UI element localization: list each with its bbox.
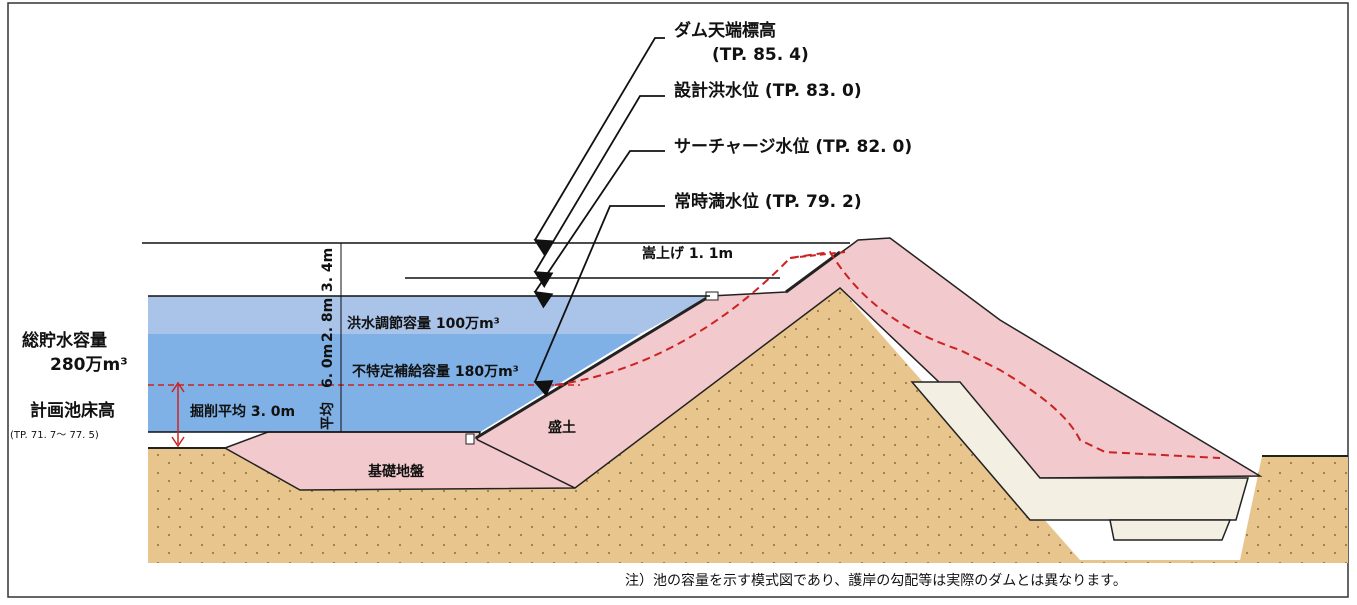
label-depth-average: 平均 [319,402,336,430]
label-excavation-average: 掘削平均 3. 0m [190,403,295,420]
leader-normal-full [533,205,665,397]
label-dam-crest: ダム天端標高 [674,20,776,41]
label-surcharge-level: サーチャージ水位 (TP. 82. 0) [674,136,912,157]
label-embankment: 盛土 [548,419,576,436]
label-design-flood-level: 設計洪水位 (TP. 83. 0) [674,80,862,101]
label-planned-bed-height: 計画池床高 [30,400,115,421]
label-total-capacity-value: 280万m³ [50,355,128,375]
label-dam-crest-tp: (TP. 85. 4) [712,45,809,65]
label-depth-6-0: 6. 0m [320,344,336,388]
label-foundation: 基礎地盤 [368,463,425,480]
water-flood-control-zone [148,296,710,334]
label-unspecified-supply-capacity: 不特定補給容量 180万m³ [352,363,519,380]
downstream-filter-layer [910,381,1249,521]
downstream-toe-layer [1109,519,1232,541]
label-normal-full-level: 常時満水位 (TP. 79. 2) [674,191,862,212]
label-total-capacity: 総貯水容量 [22,330,107,351]
figure-note: 注）池の容量を示す模式図であり、護岸の勾配等は実際のダムとは異なります。 [625,572,1127,589]
water-supply-zone [148,334,640,432]
figure-border [7,2,1349,598]
leader-design-flood [533,95,665,289]
label-raise: 嵩上げ 1. 1m [642,245,733,262]
label-depth-3-4: 3. 4m [320,248,336,292]
leader-dam-crest [533,37,665,257]
label-planned-bed-height-tp: (TP. 71. 7～ 77. 5) [10,430,99,441]
leader-surcharge [533,150,665,309]
toe-block [465,433,475,445]
label-depth-2-8: 2. 8m [320,298,336,342]
label-flood-control-capacity: 洪水調節容量 100万m³ [347,315,500,332]
phreatic-line [554,250,1221,459]
